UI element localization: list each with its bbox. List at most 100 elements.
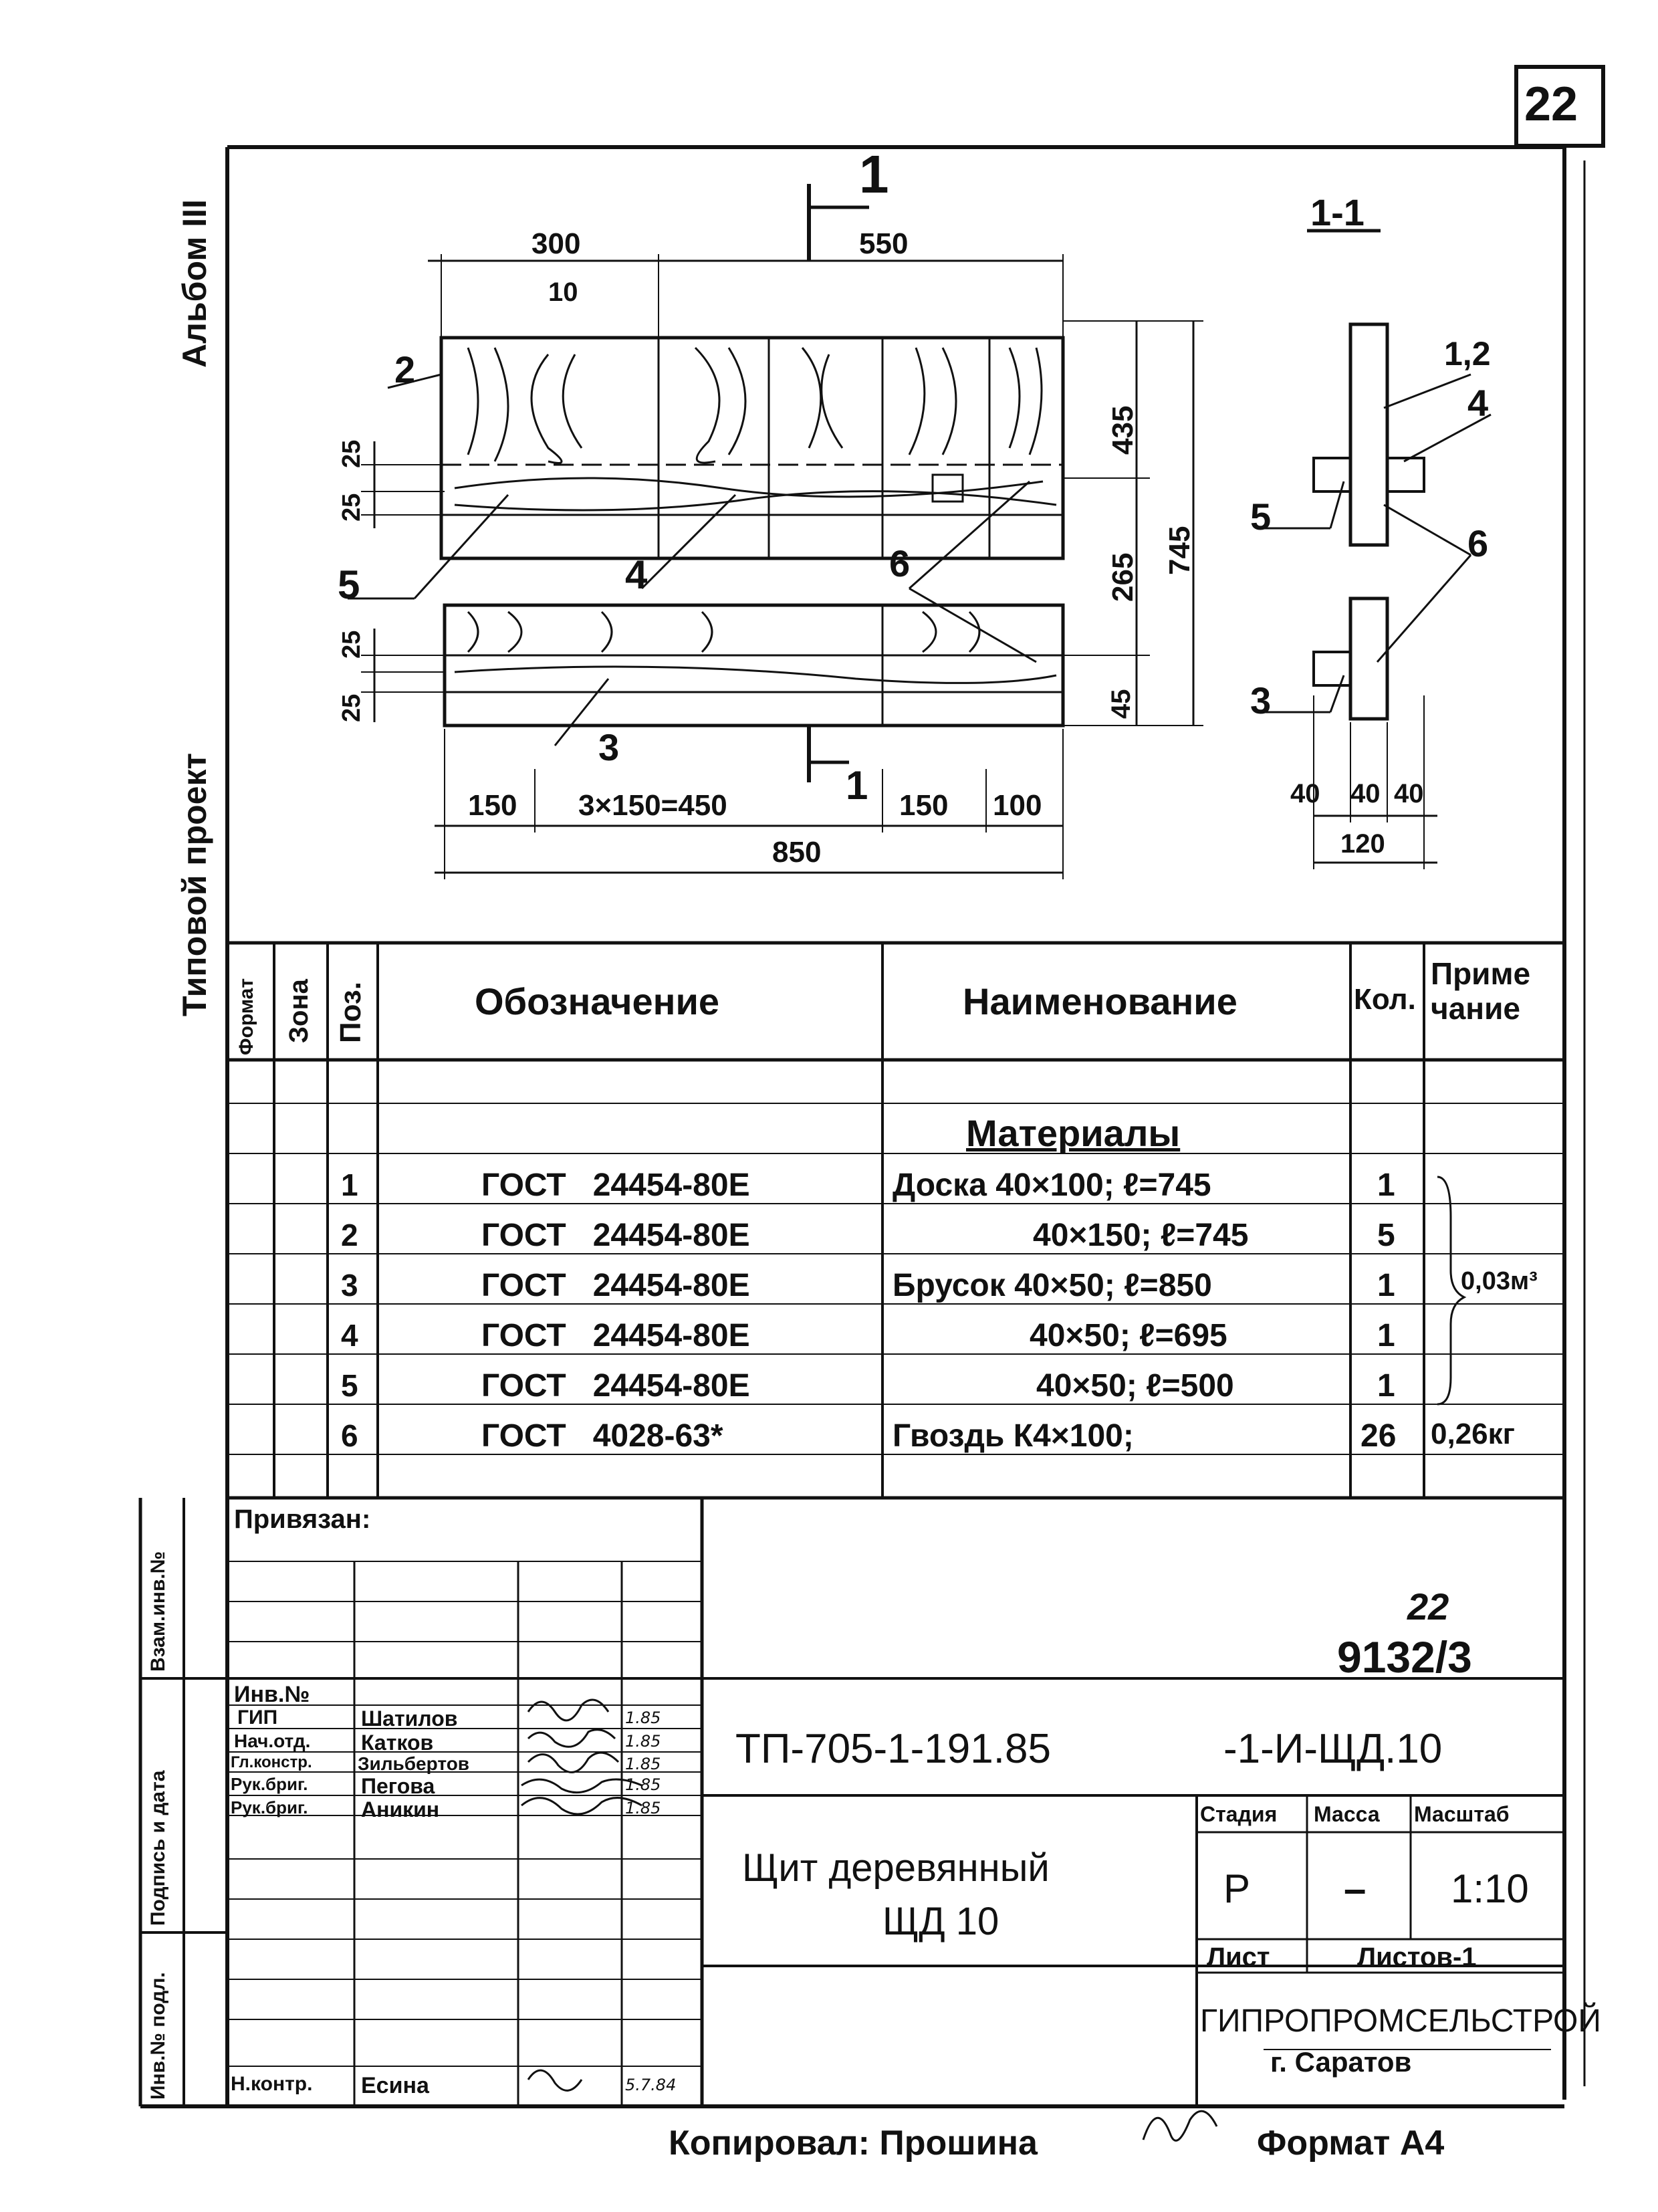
cut-label-bottom: 1 <box>846 763 868 808</box>
callout-6: 6 <box>889 542 911 584</box>
section-materials: Материалы <box>966 1112 1181 1154</box>
bound-label: Привязан: <box>234 1505 371 1534</box>
doc-code-suffix: -1-И-ЩД.10 <box>1223 1726 1443 1772</box>
album-label: Альбом III <box>176 199 213 368</box>
mass-header: Масса <box>1314 1802 1380 1826</box>
dim-100: 100 <box>993 789 1042 822</box>
panel-top <box>439 336 1065 560</box>
sec-callout-6: 6 <box>1467 522 1489 564</box>
sign-date: 1.85 <box>625 1755 661 1773</box>
row-qty: 1 <box>1377 1268 1395 1303</box>
dim-150-b: 150 <box>899 789 949 822</box>
dim-435: 435 <box>1106 405 1139 455</box>
hdr-format: Формат <box>235 978 257 1055</box>
role: Н.контр. <box>231 2073 313 2095</box>
role: Гл.констр. <box>231 1753 312 1771</box>
org-city: г. Саратов <box>1270 2046 1412 2078</box>
scale-value: 1:10 <box>1451 1866 1529 1911</box>
dim-10: 10 <box>548 278 578 307</box>
row-name: Доска 40×100; ℓ=745 <box>893 1168 1211 1203</box>
sign-date: 1.85 <box>625 1775 661 1794</box>
sec-callout-5: 5 <box>1250 495 1272 538</box>
row-pos: 6 <box>341 1418 358 1453</box>
project-label: Типовой проект <box>176 753 213 1016</box>
dim-550: 550 <box>859 227 909 260</box>
sheet-number: 22 <box>1524 78 1578 131</box>
sign-date: 1.85 <box>625 1799 661 1817</box>
panel-bottom <box>443 603 1065 728</box>
title-line-1: Щит деревянный <box>742 1846 1050 1890</box>
row-designation: ГОСТ 24454-80Е <box>481 1268 750 1303</box>
signatures <box>521 1698 1218 2142</box>
person-name: Есина <box>361 2073 429 2098</box>
person-name: Шатилов <box>361 1706 458 1731</box>
row-qty: 5 <box>1377 1218 1395 1253</box>
row-pos: 5 <box>341 1368 358 1403</box>
hdr-zone: Зона <box>284 979 314 1043</box>
doc-code: ТП-705-1-191.85 <box>735 1726 1051 1772</box>
dim-3x150: 3×150=450 <box>578 789 727 822</box>
person-name: Пегова <box>361 1774 435 1798</box>
row-qty: 1 <box>1377 1168 1395 1203</box>
org-name: ГИПРОПРОМСЕЛЬСТРОЙ <box>1200 2003 1601 2039</box>
row-designation: ГОСТ 24454-80Е <box>481 1218 750 1253</box>
sign-date: 1.85 <box>625 1732 661 1751</box>
sec-callout-4: 4 <box>1467 382 1489 424</box>
role: Нач.отд. <box>234 1731 311 1751</box>
dim-150-a: 150 <box>468 789 517 822</box>
role: Рук.бриг. <box>231 1774 308 1794</box>
stage-header: Стадия <box>1200 1802 1278 1826</box>
row-designation: ГОСТ 24454-80Е <box>481 1368 750 1404</box>
dim-850: 850 <box>772 836 822 869</box>
sec-callout-3: 3 <box>1250 679 1272 722</box>
callout-3: 3 <box>598 726 620 768</box>
archive-top: 22 <box>1407 1585 1449 1628</box>
row-pos: 3 <box>341 1268 358 1303</box>
title-line-2: ЩД 10 <box>882 1900 999 1943</box>
mass-value: – <box>1344 1866 1367 1911</box>
dim-300: 300 <box>531 227 581 260</box>
dim-25-b: 25 <box>338 493 366 522</box>
dim-25-d: 25 <box>338 693 366 722</box>
callout-4: 4 <box>625 552 648 597</box>
stamp-orig: Инв.№ подл. <box>147 1972 169 2100</box>
sign-date: 5.7.84 <box>625 2076 677 2094</box>
cut-label-top: 1 <box>859 144 889 204</box>
row-designation: ГОСТ 24454-80Е <box>481 1168 750 1203</box>
row-pos: 4 <box>341 1318 358 1353</box>
row-name: 40×150; ℓ=745 <box>1033 1218 1249 1253</box>
sign-date: 1.85 <box>625 1708 661 1727</box>
role: Рук.бриг. <box>231 1797 308 1817</box>
row-name: Гвоздь К4×100; <box>893 1418 1134 1454</box>
person-name: Катков <box>361 1731 434 1755</box>
archive-number: 9132/3 <box>1337 1632 1472 1682</box>
section-title: 1-1 <box>1310 191 1365 233</box>
sec-callout-12: 1,2 <box>1444 335 1491 372</box>
copied-by: Копировал: Прошина <box>669 2124 1038 2163</box>
hdr-pos: Поз. <box>334 981 367 1043</box>
row-name: 40×50; ℓ=695 <box>1030 1318 1227 1353</box>
format-label: Формат А4 <box>1257 2124 1445 2163</box>
person-name: Зильбертов <box>358 1753 470 1774</box>
hdr-designation: Обозначение <box>475 980 720 1022</box>
hdr-qty: Кол. <box>1354 983 1416 1016</box>
callout-2: 2 <box>394 348 416 391</box>
stamp-vz: Взам.инв.№ <box>147 1551 169 1672</box>
person-name: Аникин <box>361 1797 440 1821</box>
sheet-header: Лист <box>1207 1943 1270 1972</box>
stamp-sign: Подпись и дата <box>147 1770 169 1926</box>
dim-745: 745 <box>1163 526 1196 575</box>
row-note: 0,26кг <box>1431 1418 1515 1450</box>
inv-label: Инв.№ <box>234 1682 310 1707</box>
dim-25-c: 25 <box>338 630 366 659</box>
row-pos: 1 <box>341 1168 358 1202</box>
stage-value: Р <box>1223 1866 1251 1911</box>
sec-dim-40-a: 40 <box>1290 779 1320 808</box>
row-pos: 2 <box>341 1218 358 1252</box>
scale-header: Масштаб <box>1414 1802 1510 1826</box>
sheets-header: Листов-1 <box>1357 1943 1477 1972</box>
row-name: Брусок 40×50; ℓ=850 <box>893 1268 1212 1303</box>
row-note: 0,03м³ <box>1461 1267 1538 1295</box>
callout-5: 5 <box>338 562 360 607</box>
row-qty: 1 <box>1377 1318 1395 1353</box>
